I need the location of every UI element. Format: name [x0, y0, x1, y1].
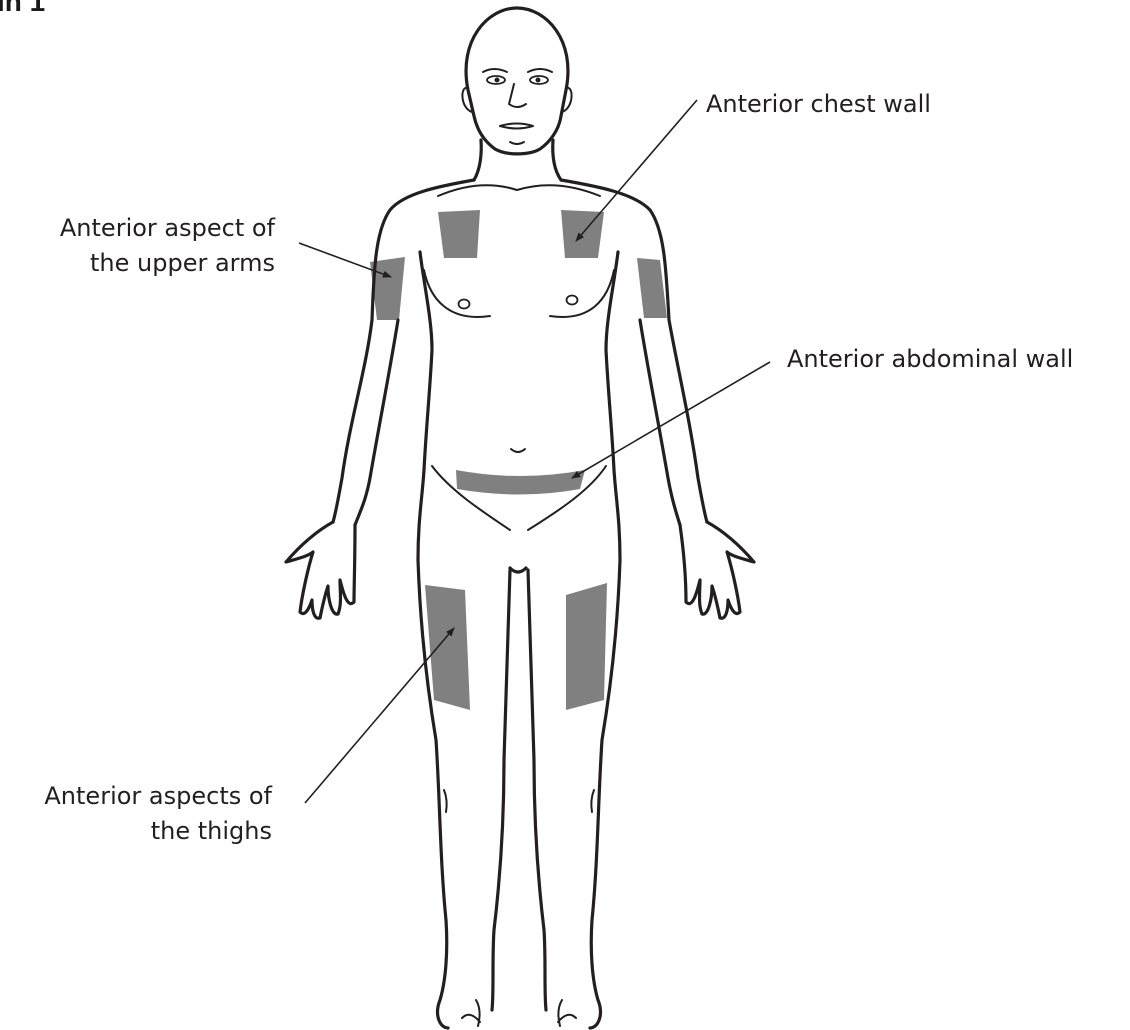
label-chest-line-1: Anterior chest wall	[706, 87, 931, 122]
label-upper-arms-line-2: the upper arms	[60, 246, 275, 281]
label-anterior-chest-wall: Anterior chest wall	[706, 87, 931, 122]
left-hand	[286, 522, 355, 618]
head	[466, 8, 568, 154]
label-anterior-upper-arms: Anterior aspect of the upper arms	[60, 211, 275, 281]
right-nipple	[567, 296, 578, 305]
site-right-upper-arm	[637, 258, 667, 318]
right-pupil	[536, 78, 541, 83]
right-leg-inner	[528, 570, 546, 1010]
right-hand	[680, 522, 754, 618]
nose	[509, 84, 526, 107]
label-abdomen-line-1: Anterior abdominal wall	[787, 342, 1073, 377]
left-arm-inner	[355, 320, 398, 525]
site-abdomen	[456, 470, 585, 495]
leader-abdomen	[572, 362, 770, 478]
label-upper-arms-line-1: Anterior aspect of	[60, 211, 275, 246]
right-pectoral	[550, 270, 614, 317]
left-nipple	[459, 300, 470, 309]
chin	[510, 142, 524, 144]
label-anterior-abdominal-wall: Anterior abdominal wall	[787, 342, 1073, 377]
right-eyebrow	[528, 69, 552, 72]
neck-right	[553, 140, 561, 180]
label-thighs-line-2: the thighs	[44, 814, 272, 849]
torso-right	[606, 252, 620, 560]
body-outline	[286, 8, 754, 1028]
site-right-thigh	[566, 583, 607, 710]
mouth	[500, 124, 533, 129]
left-pupil	[495, 78, 500, 83]
right-knee	[591, 790, 594, 812]
label-anterior-thighs: Anterior aspects of the thighs	[44, 779, 272, 849]
left-eyebrow	[483, 69, 507, 72]
leader-lines	[299, 100, 770, 803]
label-thighs-line-1: Anterior aspects of	[44, 779, 272, 814]
leader-chest	[576, 100, 697, 241]
site-left-chest	[438, 210, 480, 258]
navel	[511, 449, 525, 452]
left-knee	[444, 790, 447, 812]
left-foot	[462, 1000, 480, 1026]
neck-left	[474, 140, 481, 180]
left-leg-inner	[492, 570, 510, 1010]
injection-sites	[370, 210, 667, 710]
collarbones	[438, 185, 600, 196]
crotch	[510, 568, 526, 572]
right-foot	[558, 1000, 576, 1026]
left-pectoral	[424, 270, 490, 317]
site-left-thigh	[425, 585, 470, 710]
torso-left	[418, 252, 432, 560]
